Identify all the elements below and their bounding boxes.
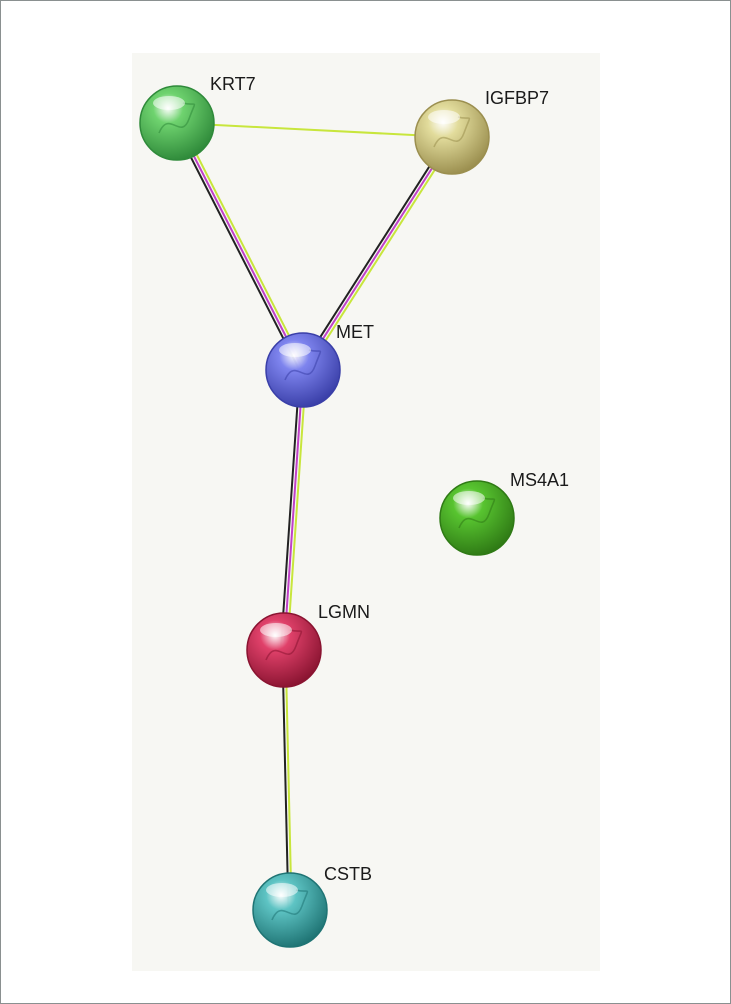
structure-icon [271,889,309,921]
node-label: MET [336,322,374,342]
edge-met-lgmn [279,368,308,652]
edge-line-textmining [178,120,307,370]
node-label: MS4A1 [510,470,569,490]
node-label: LGMN [318,602,370,622]
structure-icon [433,116,471,148]
node-igfbp7[interactable]: IGFBP7 [414,88,549,175]
edge-line-coexpression [281,649,290,912]
edge-krt7-met [173,120,307,373]
node-lgmn[interactable]: LGMN [246,602,370,688]
structure-icon [458,497,496,529]
node-label: KRT7 [210,74,256,94]
highlight [153,96,185,110]
edge-line-experiments [176,122,304,371]
edge-line-textmining [304,137,456,373]
structure-icon [158,102,196,134]
network-panel [132,53,600,971]
structure-icon [284,349,322,381]
edge-line-textmining [284,648,293,911]
edge-lgmn-cstb [281,648,293,912]
structure-icon [265,629,303,661]
node-ms4a1[interactable]: MS4A1 [439,470,569,556]
node-met[interactable]: MET [265,322,374,408]
edge-line-textmining [286,369,308,652]
node-krt7[interactable]: KRT7 [139,74,256,161]
node-label: CSTB [324,864,372,884]
edge-igfbp7-met [299,134,456,373]
edge-line-textmining [176,122,453,138]
highlight [260,623,292,637]
edge-line-coexpression [299,134,451,370]
edge-line-coexpression [279,368,301,651]
edge-line-experiments [302,136,453,371]
edge-krt7-igfbp7 [176,122,453,138]
highlight [279,343,311,357]
edge-line-experiments [283,369,304,651]
highlight [266,883,298,897]
highlight [453,491,485,505]
node-label: IGFBP7 [485,88,549,108]
edges-layer [173,120,456,912]
node-cstb[interactable]: CSTB [252,864,372,948]
edge-line-coexpression [173,123,302,373]
highlight [428,110,460,124]
